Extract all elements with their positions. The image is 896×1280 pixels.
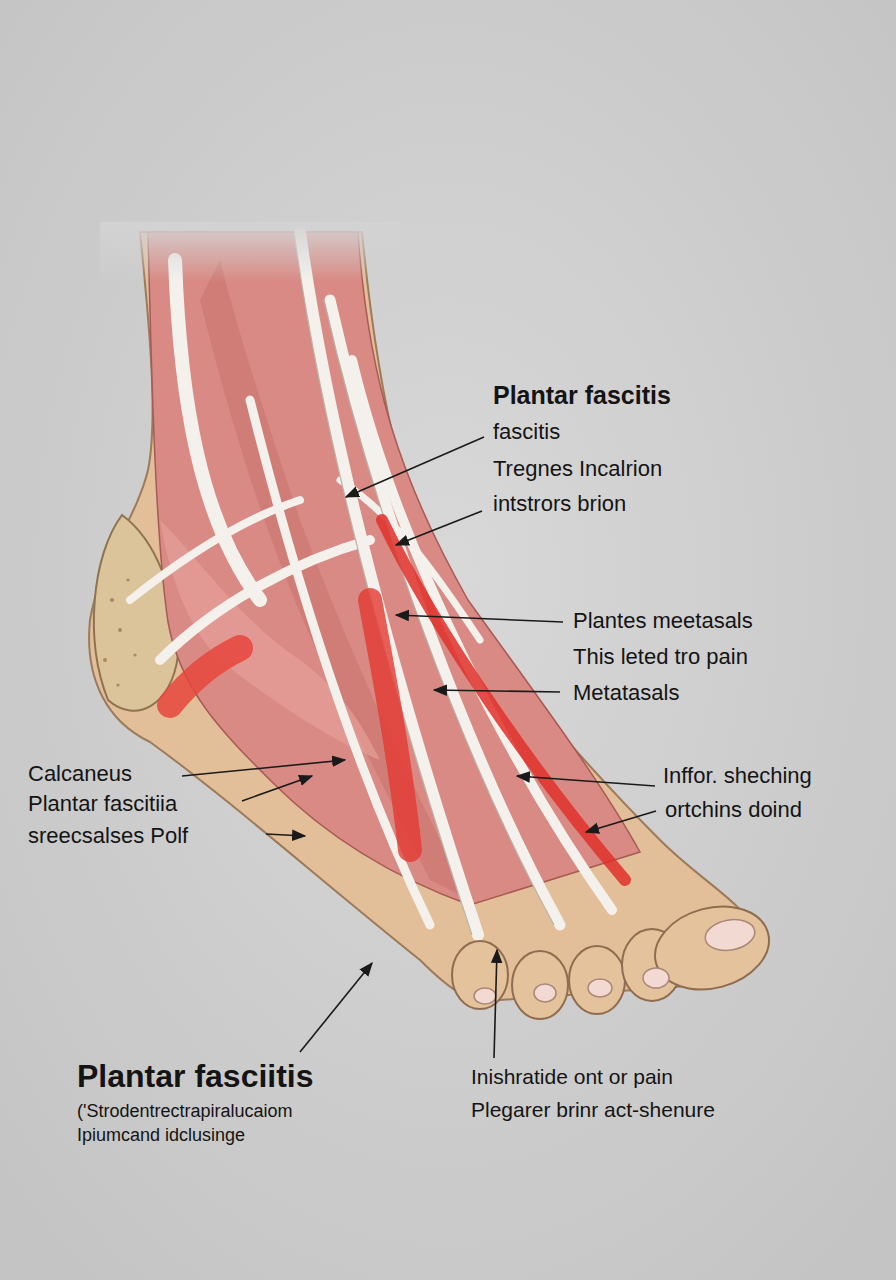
part-label: intstrors brion [493, 491, 626, 517]
title: Plantar fasciitis [77, 1057, 314, 1095]
part-label: sreecsalses Polf [28, 823, 188, 849]
part-label: Calcaneus [28, 761, 132, 787]
part-label: Plegarer brinr act-shenure [471, 1097, 715, 1122]
tendon-edges [294, 232, 554, 935]
part-label: This leted tro pain [573, 644, 748, 670]
tendons [130, 232, 612, 935]
part-label: Inffor. sheching [663, 763, 812, 789]
part-label: Plantar fascitis [493, 380, 671, 410]
toenails [474, 916, 757, 1004]
part-label: Metatasals [573, 680, 679, 706]
part-label: Inishratide ont or pain [471, 1064, 673, 1089]
muscle-mass [148, 232, 640, 905]
part-label: Plantar fascitiia [28, 791, 177, 817]
part-label: Plantes meetasals [573, 608, 753, 634]
part-label: Tregnes Incalrion [493, 456, 662, 482]
leg-fade [100, 222, 400, 282]
part-label: ('Strodentrectrapiralucaiom [77, 1101, 293, 1123]
leader-lines [182, 437, 656, 1058]
inflammation [170, 520, 625, 880]
part-label: ortchins doind [665, 797, 802, 823]
foot-skin [89, 232, 762, 1001]
toes [452, 894, 778, 1019]
part-label: fascitis [493, 419, 560, 445]
part-label: Ipiumcand idclusinge [77, 1125, 245, 1147]
